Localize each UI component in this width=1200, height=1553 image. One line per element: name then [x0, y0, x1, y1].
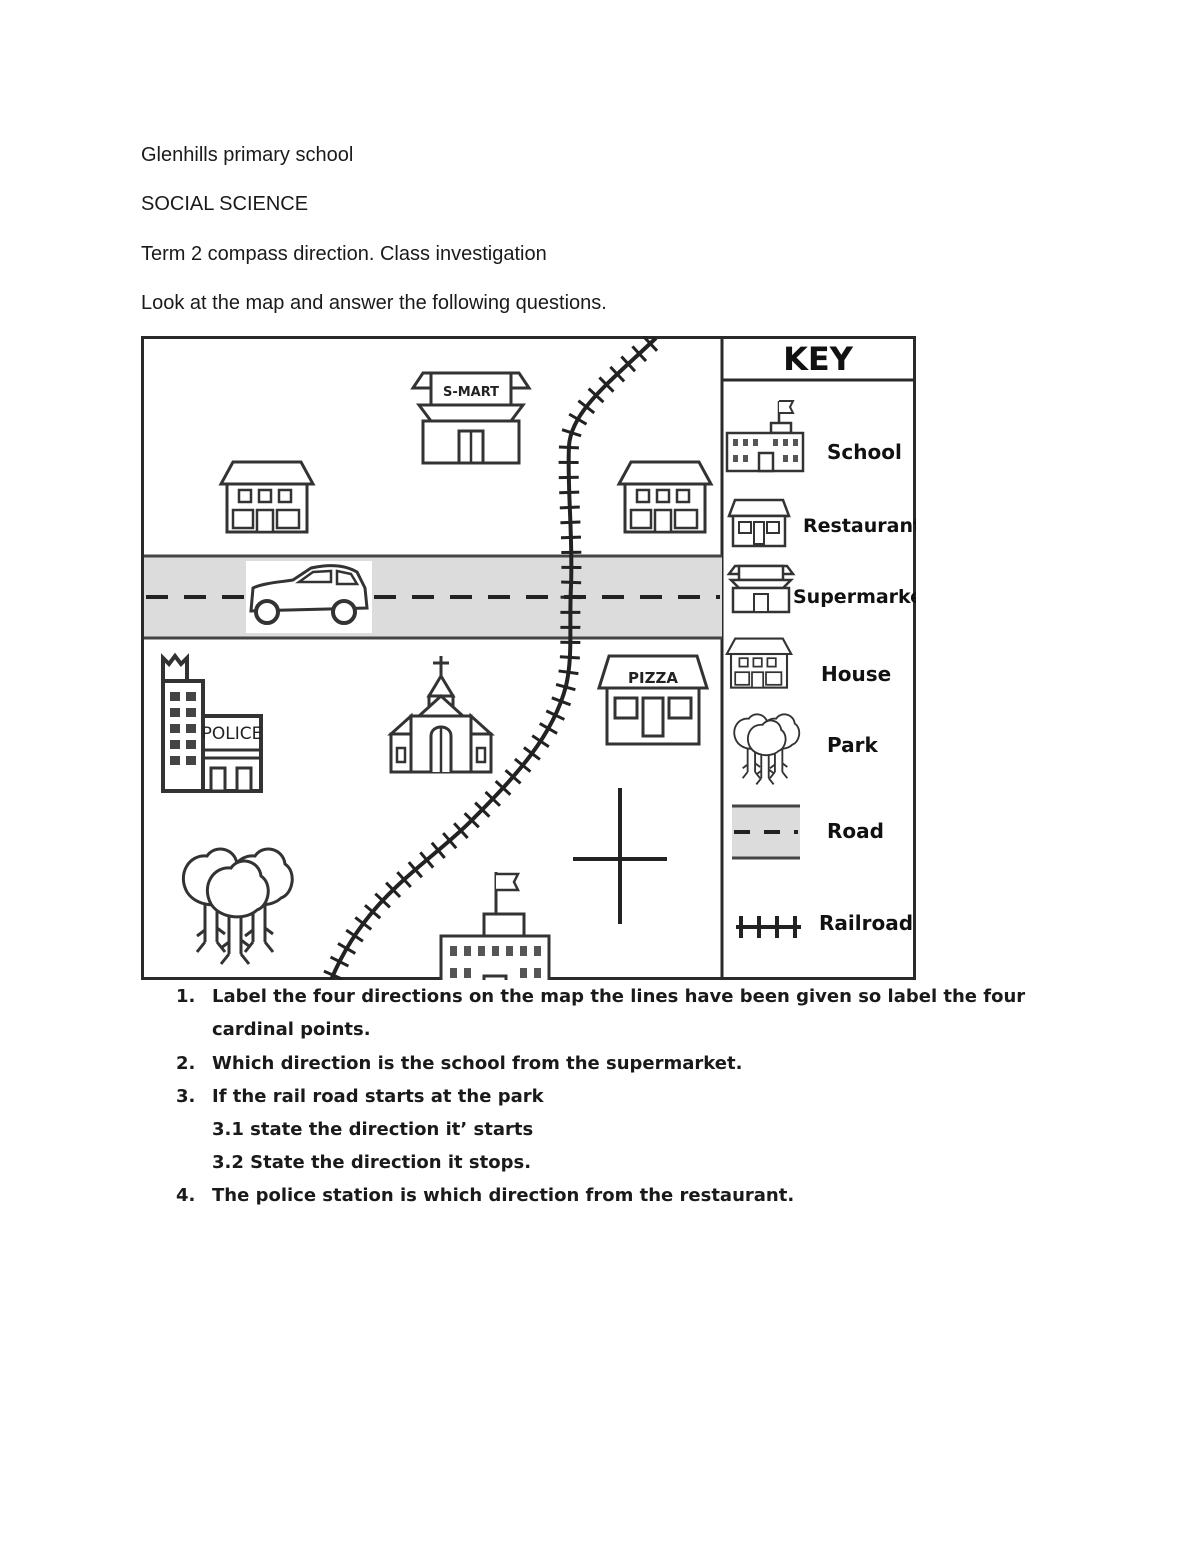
question-3: 3. If the rail road starts at the park 3.…: [176, 1080, 1076, 1179]
railroad-tie: [561, 580, 582, 585]
question-2: 2. Which direction is the school from the…: [176, 1047, 1076, 1080]
railroad-tie: [354, 916, 373, 931]
key-label-park: Park: [827, 733, 878, 757]
compass-lines: [573, 788, 667, 924]
key-label-house: House: [821, 662, 891, 686]
question-text: If the rail road starts at the park: [212, 1086, 544, 1107]
supermarket-sign: S-MART: [443, 385, 499, 400]
railroad-tie: [558, 669, 579, 676]
railroad-tie: [559, 655, 580, 660]
key-school-icon: [725, 400, 805, 473]
railroad-tie: [504, 769, 522, 785]
railroad-tie: [523, 746, 541, 761]
key-supermarket-icon: [726, 564, 796, 614]
key-label-restaurant: Restaurant: [803, 515, 916, 537]
railroad-tie: [363, 904, 382, 920]
key-house-icon: [725, 637, 793, 689]
house-icon: [219, 460, 315, 534]
key-label-supermarket: Supermarket: [793, 586, 916, 608]
railroad-tie: [558, 445, 579, 450]
railroad-tie: [555, 682, 576, 692]
railroad: [323, 336, 659, 980]
sub-question: 3.1 state the direction it’ starts: [212, 1119, 534, 1140]
railroad-tie: [545, 709, 566, 721]
question-4: 4. The police station is which direction …: [176, 1179, 1076, 1212]
supermarket-icon: S-MART: [410, 371, 532, 465]
school-name: Glenhills primary school: [141, 144, 354, 166]
railroad-tie: [642, 336, 659, 352]
railroad-tie: [345, 928, 364, 943]
railroad-tie: [385, 881, 402, 899]
railroad-tie: [430, 841, 446, 859]
railroad-tie: [407, 861, 423, 879]
railroad-tie: [609, 365, 626, 383]
restaurant-icon: PIZZA: [596, 654, 710, 746]
railroad-tie: [374, 892, 391, 909]
key-restaurant-icon: [727, 498, 791, 548]
key-label-school: School: [827, 440, 902, 464]
question-number: 4.: [176, 1185, 196, 1206]
railroad-tie: [337, 942, 357, 955]
sub-question: 3.2 State the direction it stops.: [212, 1152, 532, 1173]
map-key: KEY School Restaurant: [722, 340, 916, 938]
question-1: 1. Label the four directions on the map t…: [176, 980, 1076, 1046]
question-text: Label the four directions on the map the…: [212, 986, 1026, 1007]
railroad-tie: [559, 490, 580, 495]
railroad-tie: [514, 757, 532, 773]
railroad-tie: [631, 345, 648, 363]
school-icon: [439, 872, 551, 980]
key-title: KEY: [783, 340, 854, 378]
instruction-text: Look at the map and answer the following…: [141, 292, 607, 314]
railroad-tie: [568, 412, 588, 426]
railroad-tie: [560, 595, 581, 600]
question-text: The police station is which direction fr…: [212, 1185, 795, 1206]
question-continuation: cardinal points.: [212, 1019, 371, 1040]
railroad-tie: [494, 780, 512, 796]
railroad-tie: [453, 822, 469, 840]
railroad-tie: [561, 428, 582, 438]
question-number: 3.: [176, 1086, 196, 1107]
car-icon: [246, 561, 372, 633]
task-title: Term 2 compass direction. Class investig…: [141, 243, 547, 265]
key-railroad-icon: [736, 916, 801, 938]
railroad-tie: [419, 851, 435, 869]
key-road-icon: [732, 804, 800, 860]
police-station-icon: POLICE: [161, 652, 263, 793]
railroad-tie: [531, 734, 550, 748]
question-number: 2.: [176, 1053, 196, 1074]
railroad-tie: [559, 505, 580, 510]
railroad-tie: [474, 801, 491, 818]
key-label-railroad: Railroad: [819, 911, 913, 935]
railroad-tie: [587, 387, 605, 404]
railroad-tie: [577, 399, 596, 415]
railroad-tie: [396, 871, 412, 888]
railroad-tie: [484, 790, 501, 807]
railroad-tie: [329, 955, 350, 968]
key-label-road: Road: [827, 819, 884, 843]
question-text: Which direction is the school from the s…: [212, 1053, 743, 1074]
subject-title: SOCIAL SCIENCE: [141, 193, 309, 215]
railroad-tie: [442, 832, 458, 850]
police-sign: POLICE: [202, 724, 263, 744]
railroad-tie: [323, 969, 343, 980]
railroad-tie: [551, 696, 572, 707]
railroad-tie: [538, 722, 558, 735]
restaurant-sign: PIZZA: [628, 669, 678, 687]
railroad-tie: [598, 376, 615, 393]
question-number: 1.: [176, 986, 196, 1007]
church-icon: [387, 656, 495, 774]
railroad-tie: [463, 812, 480, 829]
railroad-tie: [560, 520, 581, 525]
road: [144, 554, 722, 640]
railroad-tie: [560, 535, 581, 540]
railroad-tie: [620, 355, 637, 373]
neighbourhood-map: S-MART POLICE: [141, 336, 916, 980]
house-icon: [617, 460, 713, 534]
